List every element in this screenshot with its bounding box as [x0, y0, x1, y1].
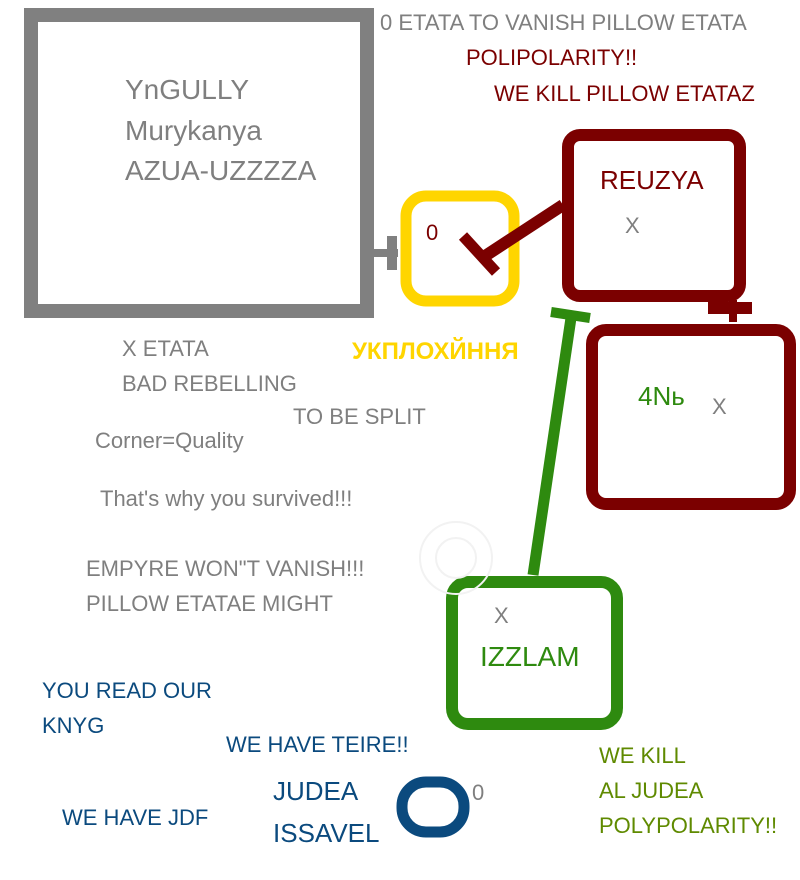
notes-empyre: EMPYRE WON"T VANISH!!! PILLOW ETATAE MIG… — [86, 551, 364, 621]
yellow-label: УКПЛОХЙННЯ — [352, 338, 519, 365]
note-survived: That's why you survived!!! — [100, 486, 353, 511]
top-line-label: 0 ETATA TO VANISH PILLOW ETATA — [380, 10, 747, 35]
reuzya-connector — [478, 199, 567, 264]
reuzya-mark: X — [625, 213, 640, 238]
gray-box-text: YnGULLY Murykanya AZUA-UZZZZA — [125, 70, 316, 192]
note-we-kill-3: POLYPOLARITY!! — [599, 813, 778, 839]
note-empyre: EMPYRE WON"T VANISH!!! — [86, 556, 365, 581]
note-you-read-2: KNYG — [42, 713, 105, 739]
note-we-kill-2: AL JUDEA — [599, 778, 704, 804]
note-issavel: ISSAVEL — [273, 817, 380, 848]
judea-ring — [396, 776, 470, 838]
fourn-box — [586, 324, 796, 510]
note-corner-quality: Corner=Quality — [95, 428, 244, 453]
note-we-have-teire: WE HAVE TEIRE!! — [226, 732, 409, 757]
judea-issavel: JUDEA ISSAVEL — [273, 771, 379, 854]
izzlam-connector-cap — [550, 307, 591, 323]
note-pillow-might: PILLOW ETATAE MIGHT — [86, 591, 333, 617]
izzlam-title: IZZLAM — [480, 641, 580, 672]
note-we-kill-1: WE KILL — [599, 743, 686, 768]
gray-box-line-2: Murykanya — [125, 114, 262, 146]
izzlam-mark: X — [494, 603, 509, 628]
note-you-read-1: YOU READ OUR — [42, 678, 212, 703]
notes-you-read: YOU READ OUR KNYG — [42, 673, 212, 743]
note-we-have-jdf: WE HAVE JDF — [62, 805, 209, 830]
yellow-box — [400, 190, 520, 307]
gray-box-line-1: YnGULLY — [125, 74, 249, 105]
faint-circle-inner — [435, 537, 477, 579]
notes-we-kill: WE KILL AL JUDEA POLYPOLARITY!! — [599, 738, 777, 844]
polipolarity-label: POLIPOLARITY!! — [466, 45, 638, 70]
reuzya-connector-cap — [458, 232, 501, 276]
judea-ring-mark: 0 — [472, 780, 485, 805]
gray-box — [24, 8, 374, 318]
note-bad-rebelling: BAD REBELLING — [122, 371, 297, 397]
izzlam-connector — [527, 317, 577, 576]
izzlam-box — [446, 576, 623, 730]
we-kill-pillow-label: WE KILL PILLOW ETATAZ — [494, 81, 755, 106]
note-judea: JUDEA — [273, 776, 359, 806]
notes-left-top: X ETATA BAD REBELLING — [122, 331, 297, 401]
yellow-box-value: 0 — [426, 220, 439, 245]
gray-box-line-3: AZUA-UZZZZA — [125, 155, 317, 187]
note-to-be-split: TO BE SPLIT — [293, 404, 426, 429]
reuzya-box — [562, 129, 746, 302]
fourn-title: 4Nь — [638, 381, 685, 411]
reuzya-title: REUZYA — [600, 165, 704, 195]
note-x-etata: X ETATA — [122, 336, 209, 361]
faint-circle-outer — [419, 521, 493, 595]
fourn-mark: X — [712, 394, 727, 419]
